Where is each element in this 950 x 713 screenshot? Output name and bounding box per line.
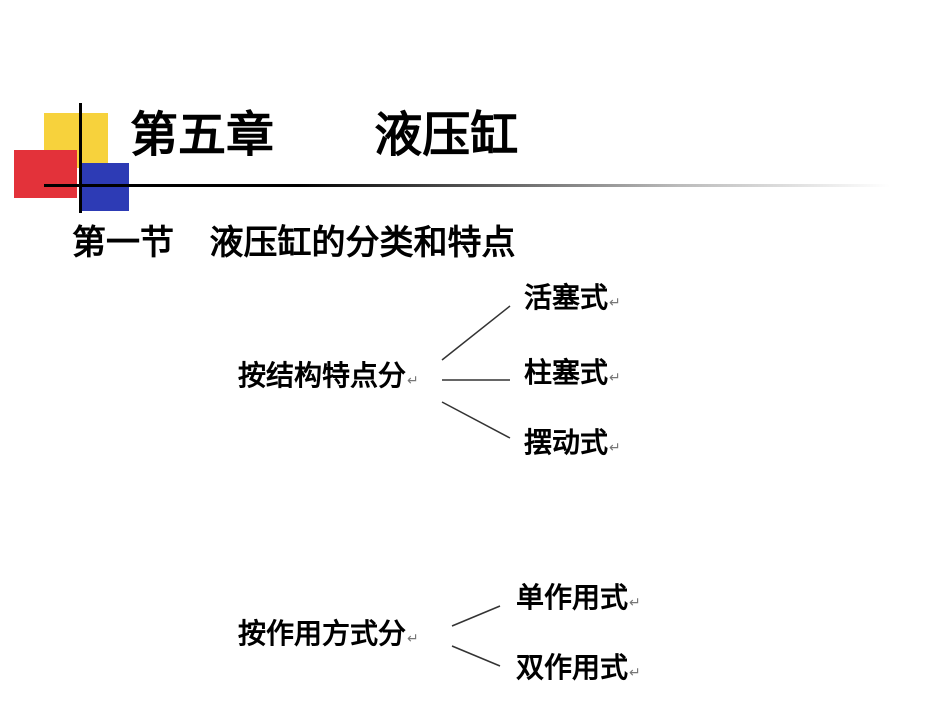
tree-root-function: 按作用方式分↵ (238, 617, 419, 650)
tree-root-structure: 按结构特点分↵ (238, 359, 419, 392)
connector-line (451, 645, 501, 667)
branch-item: 双作用式↵ (516, 651, 641, 684)
title-underline (44, 184, 890, 187)
connector-line (441, 401, 511, 439)
connector-line (441, 305, 511, 361)
section-heading: 第一节 液压缸的分类和特点 (72, 223, 516, 263)
branch-item: 活塞式↵ (524, 281, 621, 314)
vertical-rule (79, 103, 82, 213)
slide-title: 第五章 液压缸 (130, 107, 519, 163)
branch-item: 摆动式↵ (524, 426, 621, 459)
branch-item: 单作用式↵ (516, 581, 641, 614)
connector-line (451, 605, 501, 627)
branch-item: 柱塞式↵ (524, 356, 621, 389)
red-square-decoration (14, 150, 77, 198)
blue-square-decoration (80, 163, 129, 211)
